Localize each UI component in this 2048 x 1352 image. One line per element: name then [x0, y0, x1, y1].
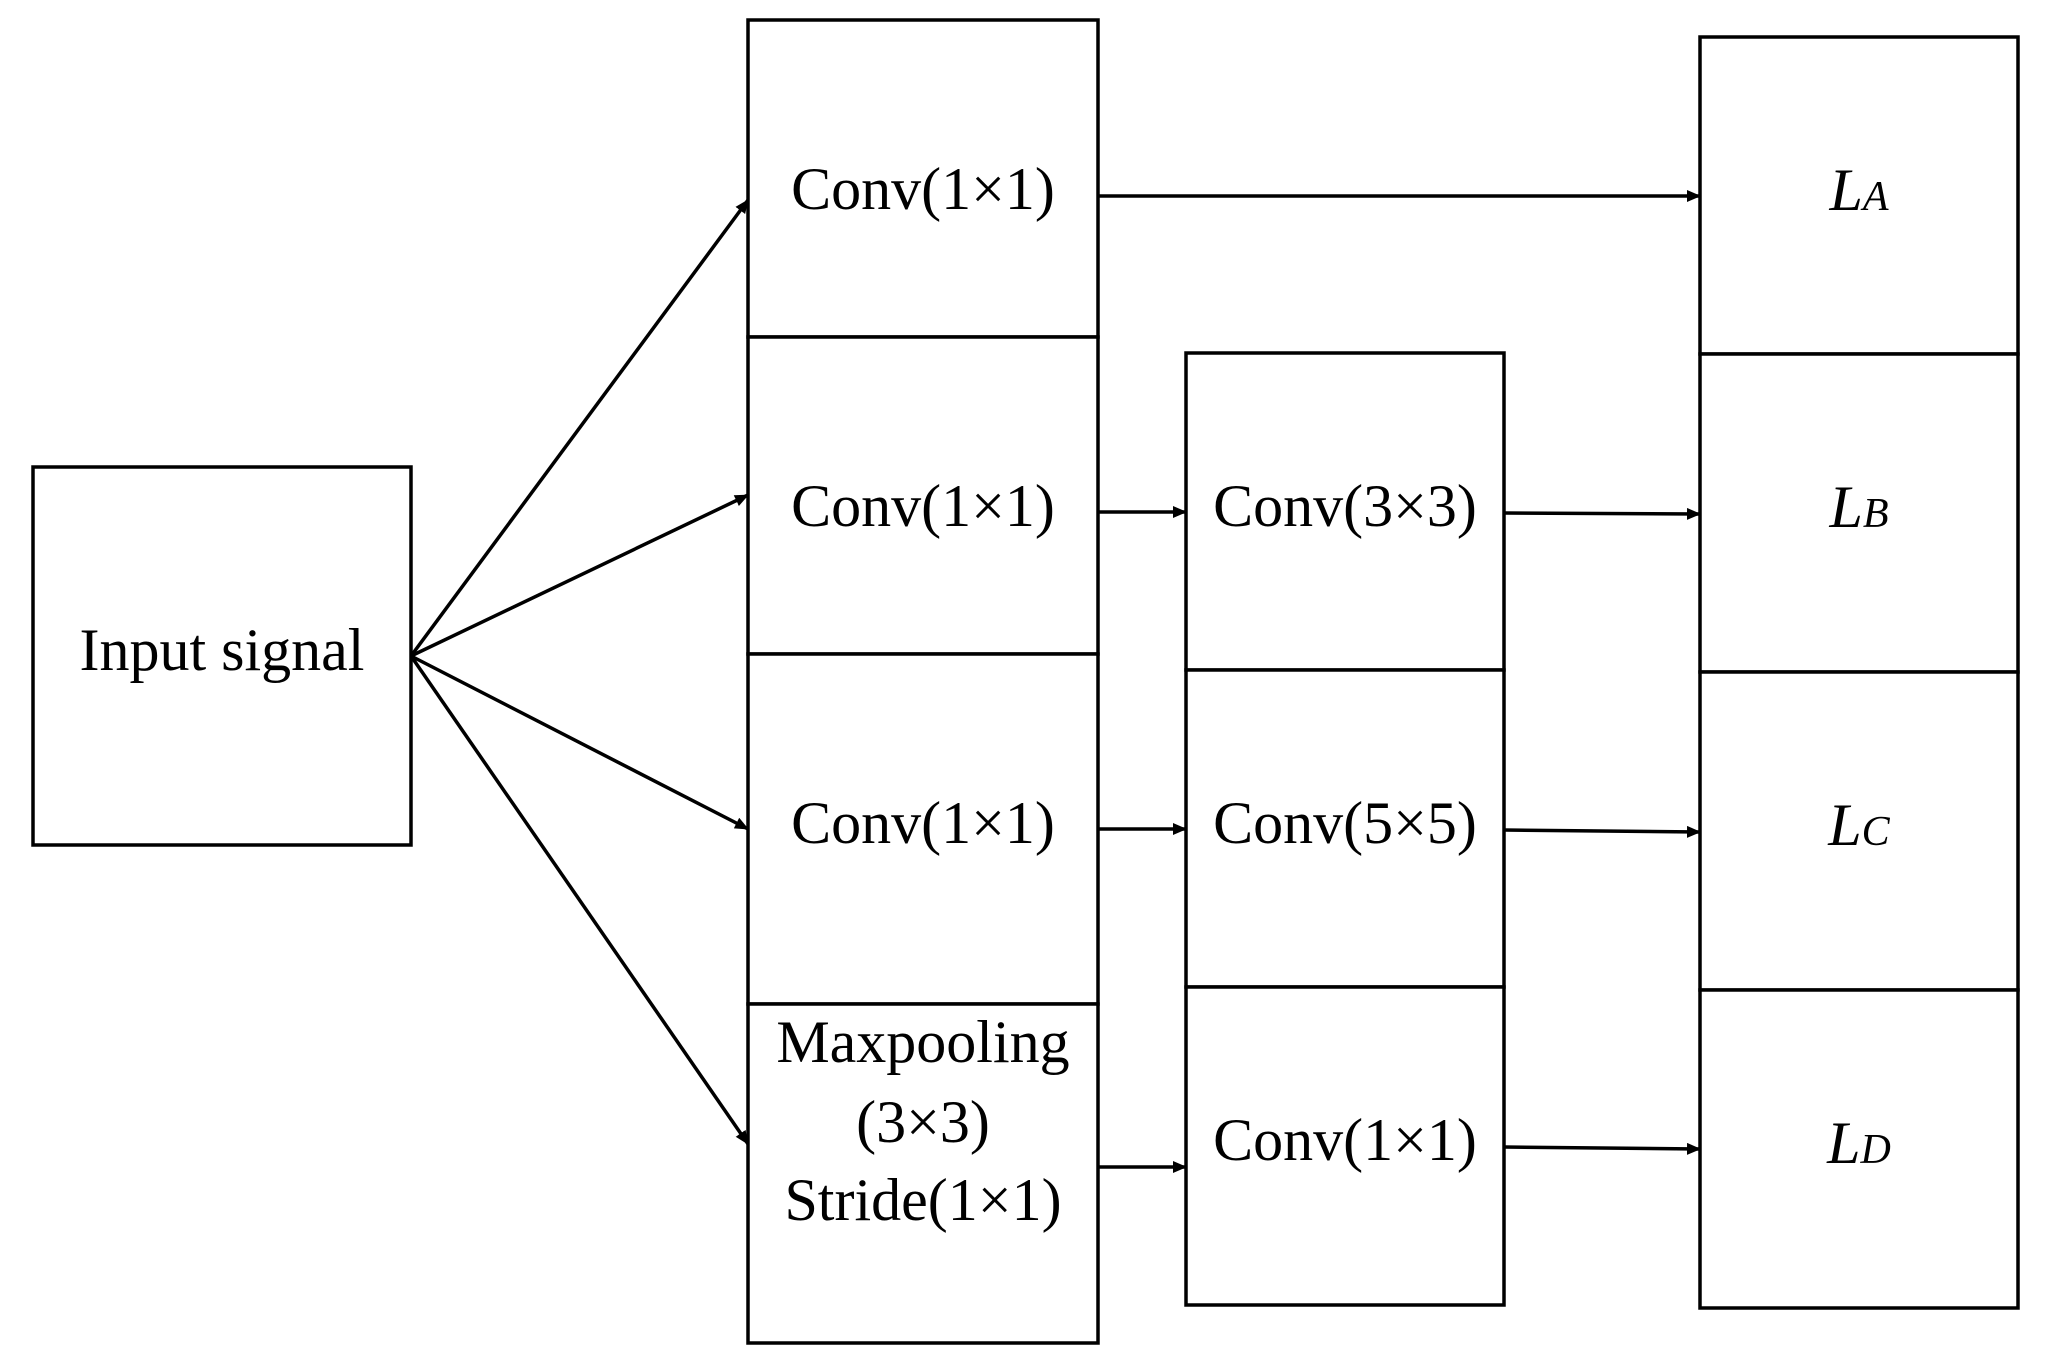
input-signal-label: Input signal [80, 617, 365, 683]
output-d-box: LD [1698, 988, 2020, 1310]
column2-conv1x1-label: Conv(1×1) [1213, 1107, 1477, 1173]
output-b-box: LB [1698, 352, 2020, 674]
column1-branch-a-box: Conv(1×1) [746, 18, 1100, 339]
maxpool-label-line3: Stride(1×1) [784, 1167, 1061, 1233]
arrow-input-to-branch-b [410, 493, 749, 658]
output-c-label: LC [1827, 792, 1890, 858]
arrow-input-to-branch-c [410, 654, 749, 831]
column1-branch-b-box: Conv(1×1) [746, 335, 1100, 656]
arrows-column2-to-outputs [1503, 507, 1701, 1155]
column2-conv1x1-box: Conv(1×1) [1184, 985, 1506, 1307]
column1-branch-c-label: Conv(1×1) [791, 790, 1055, 856]
arrow-input-to-branch-a [409, 198, 750, 658]
output-b-label: LB [1828, 474, 1888, 540]
column1-branch-a-label: Conv(1×1) [791, 156, 1055, 222]
column1-branch-c-box: Conv(1×1) [746, 652, 1100, 1006]
arrows-input-to-column1 [409, 198, 750, 1145]
output-a-label: LA [1828, 157, 1888, 223]
output-a-box: LA [1698, 35, 2020, 356]
column1-maxpool-box: Maxpooling (3×3) Stride(1×1) [746, 1002, 1100, 1345]
input-signal-box: Input signal [31, 465, 413, 847]
arrow-conv1x1-to-output-d [1503, 1142, 1701, 1155]
arrow-input-to-maxpool [409, 655, 750, 1145]
arrow-conv5x5-to-output-c [1503, 825, 1701, 838]
column2-conv5x5-label: Conv(5×5) [1213, 790, 1477, 856]
column2-conv3x3-label: Conv(3×3) [1213, 473, 1477, 539]
column2-conv3x3-box: Conv(3×3) [1184, 351, 1506, 672]
maxpool-label-line1: Maxpooling [776, 1009, 1069, 1075]
arrow-conv3x3-to-output-b [1503, 507, 1701, 520]
output-d-label: LD [1826, 1110, 1891, 1176]
maxpool-label-line2: (3×3) [856, 1089, 990, 1155]
arrows-column1-forward [1098, 190, 1701, 1173]
column1-branch-b-label: Conv(1×1) [791, 473, 1055, 539]
column2-conv5x5-box: Conv(5×5) [1184, 668, 1506, 989]
output-c-box: LC [1698, 670, 2020, 992]
